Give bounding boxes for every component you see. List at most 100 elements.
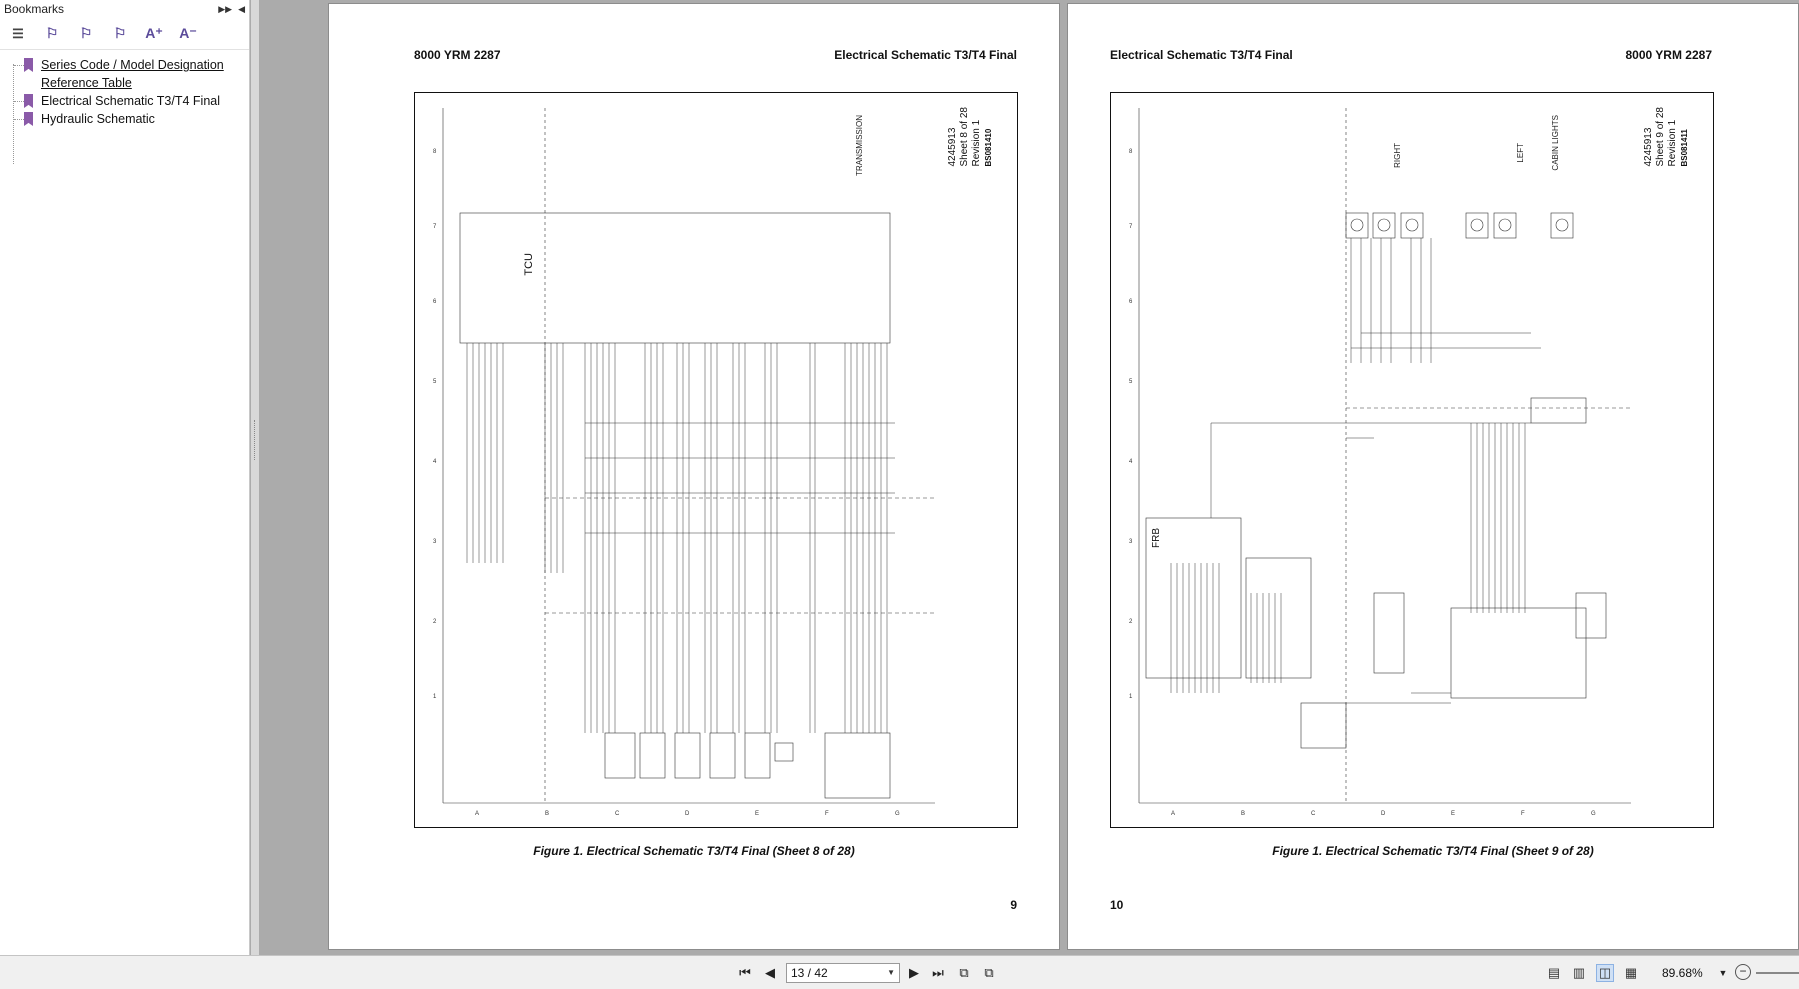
bookmark-icon	[24, 94, 33, 108]
collapse-panel-icon[interactable]: ◀	[238, 3, 245, 14]
add-bookmark-icon[interactable]: ⚐	[45, 25, 59, 41]
svg-text:B: B	[545, 811, 549, 817]
schematic-drawing: 8 7 6 5 4 3 2 1 A B C D E F G	[433, 108, 935, 817]
page-header-left: 8000 YRM 2287	[414, 48, 501, 62]
continuous-page-icon[interactable]: ▥	[1572, 965, 1586, 980]
revision: Revision 1	[971, 119, 982, 167]
svg-text:6: 6	[433, 299, 437, 305]
svg-text:4: 4	[1129, 459, 1133, 465]
drawing-code: BS081411	[1680, 129, 1689, 167]
next-view-icon[interactable]: ⧉	[984, 965, 994, 980]
bookmark-label: Reference Table	[41, 76, 132, 90]
single-page-icon[interactable]: ▤	[1547, 965, 1561, 980]
bookmark-options-icon[interactable]: ☰	[12, 25, 24, 41]
tcu-label: TCU	[523, 253, 535, 276]
bookmark-label: Series Code / Model Designation	[41, 58, 224, 72]
page-dropdown-icon[interactable]: ▼	[887, 968, 895, 977]
panel-splitter[interactable]	[251, 0, 259, 955]
previous-view-icon[interactable]: ⧉	[959, 965, 969, 980]
schematic-sheet-8: 8 7 6 5 4 3 2 1 A B C D E F G TCU TRANSMISSION 424…	[414, 92, 1018, 828]
page-header-right: 8000 YRM 2287	[1625, 48, 1712, 62]
previous-page-icon[interactable]: ◀	[765, 965, 775, 980]
last-page-icon[interactable]: ⏭	[932, 965, 944, 980]
svg-text:7: 7	[1129, 224, 1133, 230]
svg-text:4: 4	[433, 459, 437, 465]
decrease-font-icon[interactable]: A⁻	[179, 25, 197, 41]
bookmarks-tree: Series Code / Model Designation Referenc…	[0, 50, 249, 164]
page-header-right: Electrical Schematic T3/T4 Final	[834, 48, 1017, 62]
expand-panel-icon[interactable]: ▶▶	[218, 3, 233, 14]
figure-caption: Figure 1. Electrical Schematic T3/T4 Fin…	[1272, 844, 1594, 858]
svg-text:G: G	[895, 811, 900, 817]
zoom-level[interactable]: 89.68%	[1662, 966, 1703, 980]
continuous-facing-icon[interactable]: ▦	[1624, 965, 1638, 980]
section-right: RIGHT	[1393, 143, 1402, 168]
section-cabin-lights: CABIN LIGHTS	[1551, 115, 1560, 171]
increase-font-icon[interactable]: A⁺	[145, 25, 163, 41]
drawing-code: BS081410	[984, 128, 993, 167]
svg-text:1: 1	[433, 694, 437, 700]
bookmark-icon	[24, 58, 33, 72]
svg-text:D: D	[685, 811, 690, 817]
page-number: 10	[1110, 898, 1124, 912]
sheet-label: 4245913 Sheet 8 of 28 Revision 1 BS08141…	[947, 107, 995, 167]
svg-text:5: 5	[1129, 379, 1133, 385]
bookmarks-title: Bookmarks	[4, 2, 65, 16]
figure-caption: Figure 1. Electrical Schematic T3/T4 Fin…	[533, 844, 855, 858]
svg-text:E: E	[755, 811, 759, 817]
svg-text:F: F	[1521, 811, 1525, 817]
svg-text:8: 8	[1129, 149, 1133, 155]
svg-text:2: 2	[1129, 619, 1133, 625]
svg-text:F: F	[825, 811, 829, 817]
svg-text:1: 1	[1129, 694, 1133, 700]
document-page-left: 8000 YRM 2287 Electrical Schematic T3/T4…	[328, 3, 1060, 950]
facing-pages-icon[interactable]: ◫	[1596, 964, 1614, 982]
bookmarks-panel: Bookmarks ▶▶ ◀ ☰ ⚐ ⚐ ⚐ A⁺ A⁻ Series Code…	[0, 0, 250, 955]
revision: Revision 1	[1667, 119, 1678, 167]
navigation-toolbar: ⏮ ◀ 13 / 42 ▼ ▶ ⏭ ⧉ ⧉ ▤ ▥ ◫ ▦ 89.68% ▼ −	[0, 955, 1799, 989]
zoom-slider[interactable]	[1756, 972, 1799, 974]
zoom-dropdown-icon[interactable]: ▼	[1718, 968, 1728, 978]
bookmark-label: Electrical Schematic T3/T4 Final	[41, 94, 220, 108]
page-header-left: Electrical Schematic T3/T4 Final	[1110, 48, 1293, 62]
svg-text:7: 7	[433, 224, 437, 230]
svg-text:C: C	[1311, 811, 1316, 817]
bookmarks-toolbar: ☰ ⚐ ⚐ ⚐ A⁺ A⁻	[0, 18, 249, 50]
bookmark-electrical-schematic[interactable]: Electrical Schematic T3/T4 Final	[0, 92, 249, 110]
svg-text:3: 3	[433, 539, 437, 545]
svg-text:8: 8	[433, 149, 437, 155]
document-page-right: Electrical Schematic T3/T4 Final 8000 YR…	[1067, 3, 1799, 950]
page-display: 13 / 42	[791, 966, 828, 980]
bookmark-next-icon[interactable]: ⚐	[113, 25, 127, 41]
section-transmission: TRANSMISSION	[855, 115, 864, 176]
svg-text:B: B	[1241, 811, 1245, 817]
frb-label: FRB	[1151, 528, 1162, 548]
svg-text:E: E	[1451, 811, 1455, 817]
zoom-out-icon[interactable]: −	[1735, 964, 1751, 980]
svg-text:A: A	[475, 811, 479, 817]
bookmark-previous-icon[interactable]: ⚐	[79, 25, 93, 41]
section-left: LEFT	[1516, 143, 1525, 163]
svg-text:A: A	[1171, 811, 1175, 817]
sheet-label: 4245913 Sheet 9 of 28 Revision 1 BS08141…	[1643, 107, 1691, 167]
svg-text:C: C	[615, 811, 620, 817]
doc-number: 4245913	[947, 127, 958, 167]
bookmark-label: Hydraulic Schematic	[41, 112, 155, 126]
bookmark-icon	[24, 112, 33, 126]
sheet-number: Sheet 8 of 28	[959, 107, 970, 167]
svg-text:2: 2	[433, 619, 437, 625]
page-number: 9	[1010, 898, 1017, 912]
svg-text:3: 3	[1129, 539, 1133, 545]
bookmark-hydraulic-schematic[interactable]: Hydraulic Schematic	[0, 110, 249, 128]
first-page-icon[interactable]: ⏮	[739, 965, 751, 980]
doc-number: 4245913	[1643, 127, 1654, 167]
svg-text:G: G	[1591, 811, 1596, 817]
page-number-input[interactable]: 13 / 42 ▼	[786, 963, 900, 983]
svg-text:5: 5	[433, 379, 437, 385]
bookmark-series-code[interactable]: Series Code / Model Designation Referenc…	[0, 56, 249, 92]
sheet-number: Sheet 9 of 28	[1655, 107, 1666, 167]
next-page-icon[interactable]: ▶	[909, 965, 919, 980]
svg-text:6: 6	[1129, 299, 1133, 305]
